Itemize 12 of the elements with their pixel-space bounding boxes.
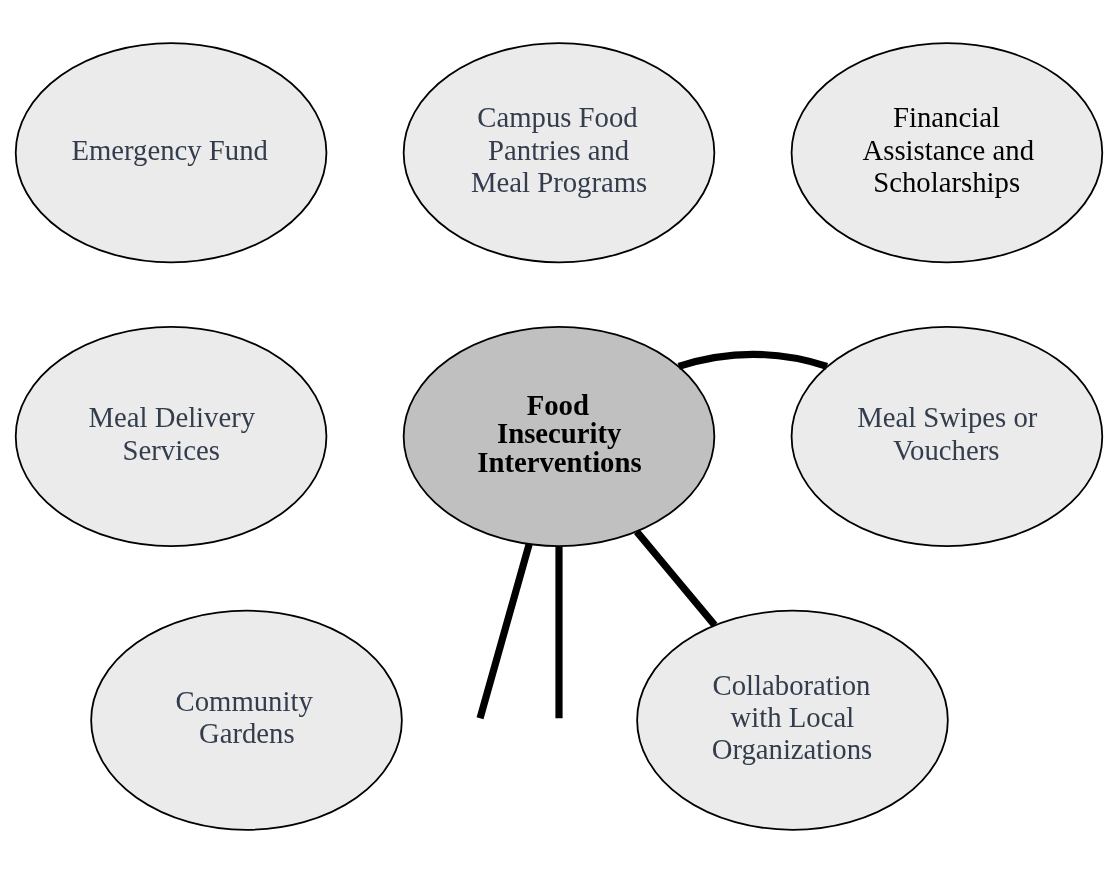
node-ellipse: Meal Delivery Services — [14, 326, 328, 547]
node-ellipse: Campus Food Pantries and Meal Programs — [402, 42, 716, 264]
node-ellipse: Food Insecurity Interventions — [402, 326, 716, 547]
connector — [476, 543, 533, 720]
node-ellipse: Emergency Fund — [14, 42, 328, 264]
connector — [555, 546, 563, 719]
node-ellipse: Community Gardens — [90, 609, 403, 831]
node-ellipse: Financial Assistance and Scholarships — [790, 42, 1104, 264]
connector — [677, 350, 828, 370]
connector — [634, 529, 718, 628]
node-ellipse: Collaboration with Local Organizations — [636, 609, 949, 831]
node-ellipse: Meal Swipes or Vouchers — [790, 326, 1104, 547]
